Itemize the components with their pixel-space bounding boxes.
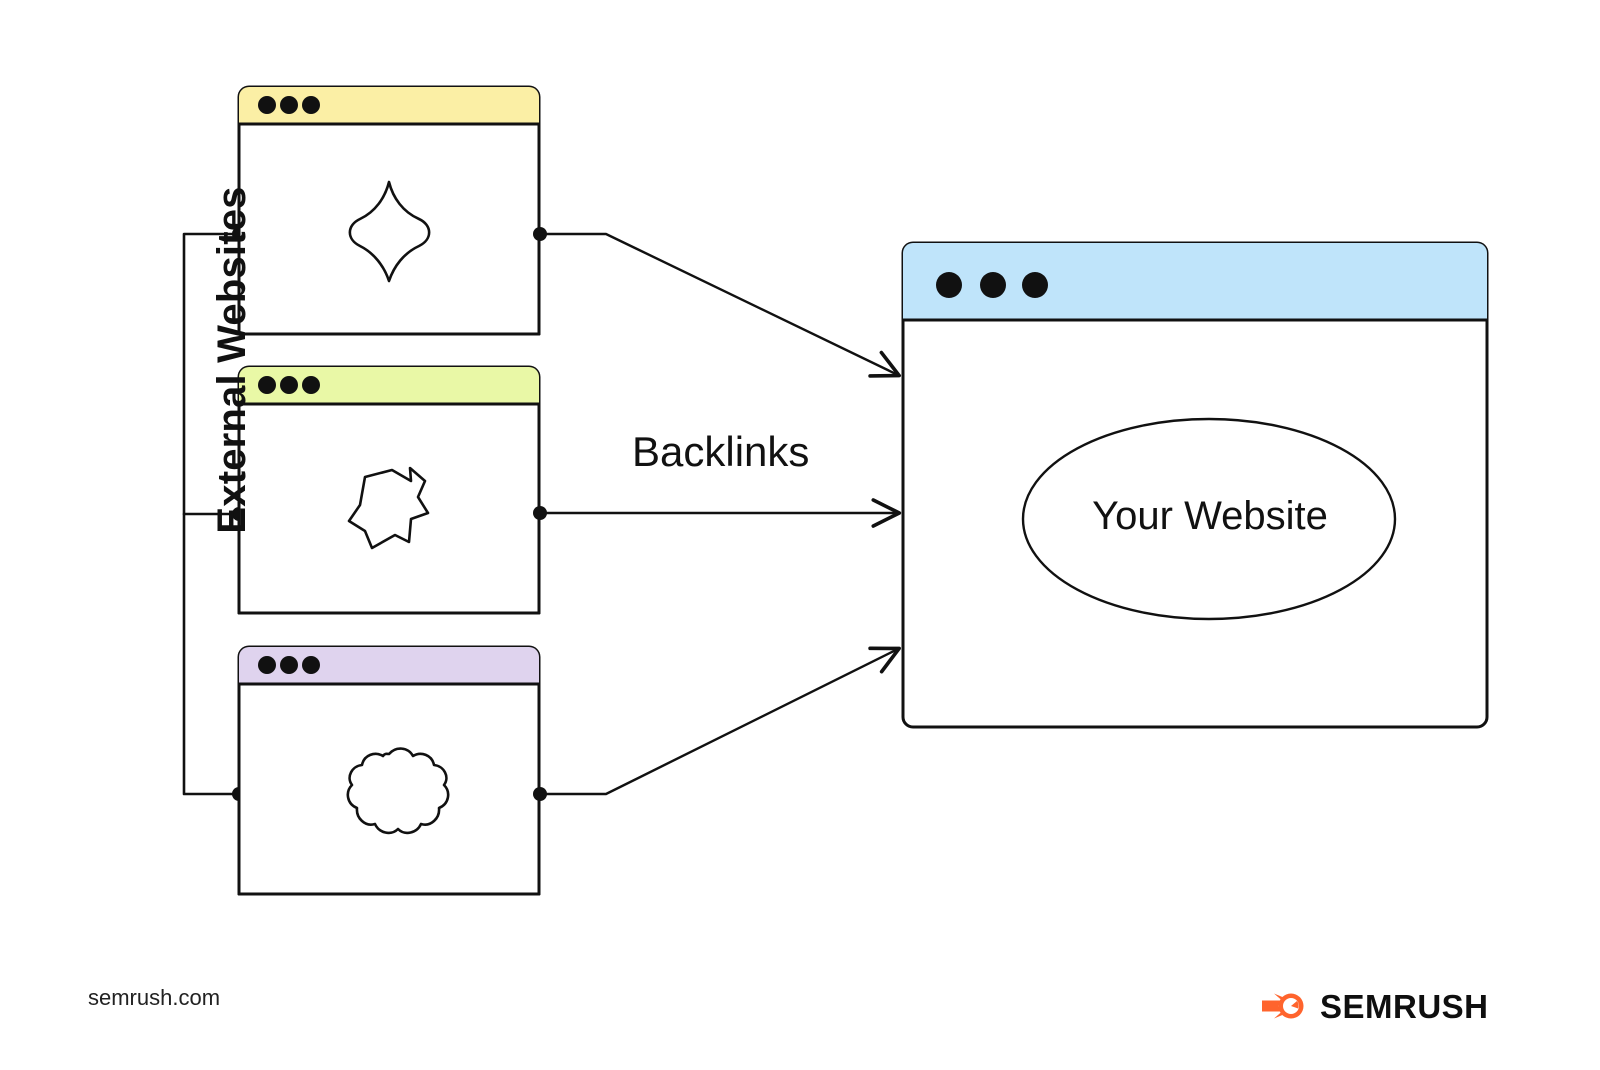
window-2-traffic-dots [258,376,320,394]
window-dot-1 [258,656,276,674]
main-window-traffic-dots [936,272,1048,298]
window-dot-2 [280,96,298,114]
main-window-titlebar-fill [903,243,1487,320]
window-dot-3 [302,376,320,394]
main-window-dot-2 [980,272,1006,298]
backlink-arrow-top [538,232,901,378]
your-website-ellipse [1021,417,1397,621]
window-2-titlebar-fill [239,367,539,404]
semrush-logo: SEMRUSH [1262,984,1489,1028]
blob-heptagon-icon [347,466,430,550]
backlink-arrows [533,227,902,801]
semrush-wordmark: SEMRUSH [1320,987,1489,1025]
external-window-3[interactable] [237,645,541,896]
scalloped-flower-icon [346,747,450,835]
external-window-1[interactable] [237,85,541,336]
backlink-arrow-bottom [538,646,901,796]
main-window-dot-1 [936,272,962,298]
window-dot-1 [258,96,276,114]
window-dot-1 [258,376,276,394]
window-1-traffic-dots [258,96,320,114]
your-website-label: Your Website [1092,494,1328,538]
external-websites-label: External Websites [209,186,254,534]
your-website-window[interactable] [901,241,1489,729]
window-dot-2 [280,376,298,394]
window-3-traffic-dots [258,656,320,674]
window-dot-3 [302,656,320,674]
rounded-diamond-icon [348,180,431,283]
window-3-titlebar-fill [239,647,539,684]
external-window-2[interactable] [237,365,541,615]
window-dot-2 [280,656,298,674]
window-1-titlebar-fill [239,87,539,124]
main-window-dot-3 [1022,272,1048,298]
source-attribution: semrush.com [88,985,221,1010]
semrush-comet-icon [1262,993,1304,1019]
window-dot-3 [302,96,320,114]
backlinks-label: Backlinks [632,428,810,475]
